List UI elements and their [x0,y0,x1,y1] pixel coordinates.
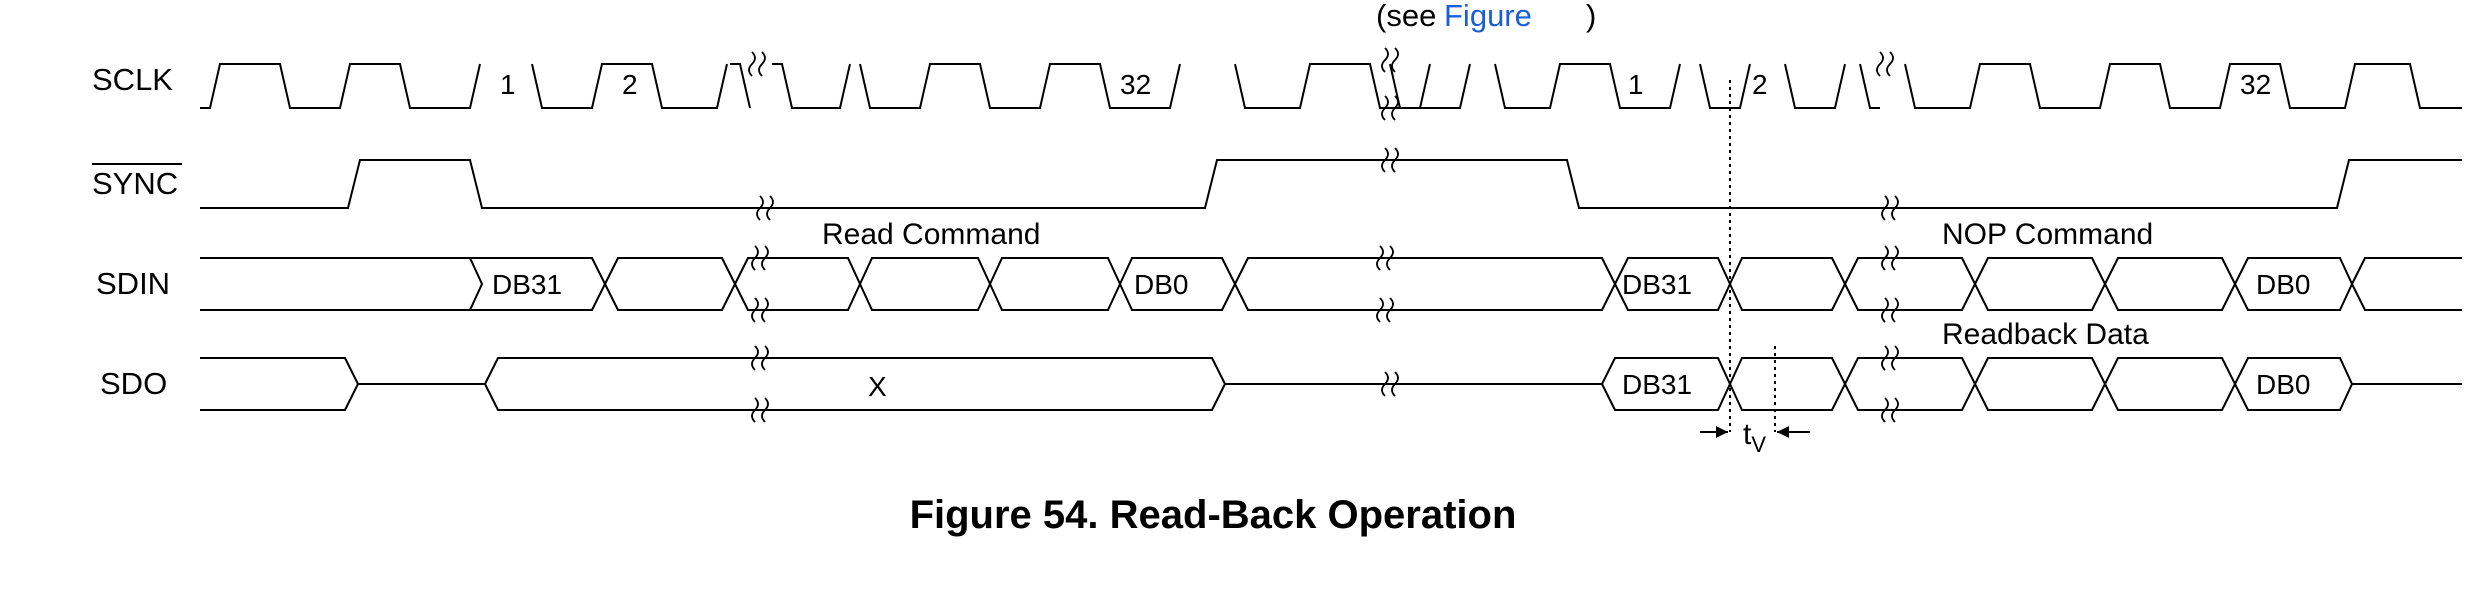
sclk-waveform [200,63,2462,109]
sdin-cell-db0: DB0 [1134,269,1188,300]
break-mark [751,345,769,371]
signal-label-sdo: SDO [100,366,167,401]
break-mark [1376,297,1394,323]
break-mark [748,51,766,77]
signal-label-sync: SYNC [92,166,178,201]
break-mark [751,397,769,423]
sdin-cell-db0: DB0 [2256,269,2310,300]
tv-arrow-left-head [1716,426,1728,438]
signal-label-sdin: SDIN [96,266,170,301]
sclk-edge-label: 1 [500,69,516,100]
break-mark [1881,195,1899,221]
sdo-waveform [200,357,2462,411]
break-mark [1881,345,1899,371]
break-mark [1876,51,1894,77]
header-paren-fragment: ) [1586,0,1596,33]
tv-label: tV [1743,418,1766,457]
break-mark [1381,47,1399,73]
sdo-cell-db0: DB0 [2256,369,2310,400]
break-mark [1381,147,1399,173]
sync-waveform [200,159,2462,209]
tv-arrows [1700,426,1810,438]
sclk-edge-label: 2 [622,69,638,100]
break-mark [751,245,769,271]
break-mark [1376,245,1394,271]
sclk-edge-label: 32 [1120,69,1151,100]
sclk-edge-label: 2 [1752,69,1768,100]
sclk-edge-label: 1 [1628,69,1644,100]
break-mark [1881,397,1899,423]
break-mark [756,195,774,221]
tv-arrow-right-head [1777,426,1789,438]
sdo-readback-data-label: Readback Data [1942,318,2149,351]
sdo-cell-db31: DB31 [1622,369,1692,400]
sclk-edge-label: 32 [2240,69,2271,100]
sdin-nop-command-label: NOP Command [1942,218,2153,251]
header-text-fragment: (see [1376,0,1436,33]
figure-caption: Figure 54. Read-Back Operation [910,493,1517,537]
break-mark [1881,245,1899,271]
break-mark [1381,371,1399,397]
sdin-read-command-label: Read Command [822,218,1040,251]
header-link-fragment[interactable]: Figure [1444,0,1532,33]
break-mark [1381,95,1399,121]
sdin-cell-db31: DB31 [492,269,562,300]
sdin-cell-db31: DB31 [1622,269,1692,300]
break-mark [751,297,769,323]
break-marks [748,47,1899,423]
sdo-dont-care-label: X [868,371,887,402]
break-mark [1881,297,1899,323]
signal-label-sclk: SCLK [92,62,173,97]
